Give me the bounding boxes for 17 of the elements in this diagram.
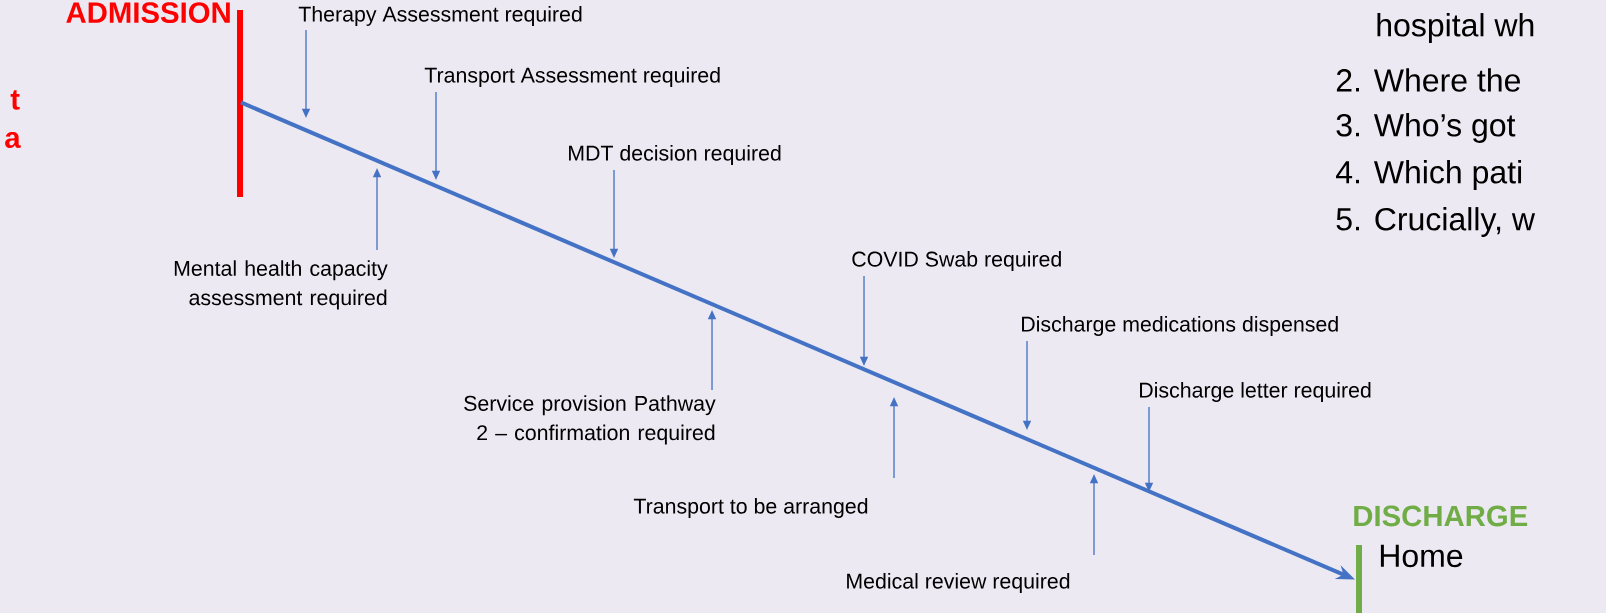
heading-fragment: a xyxy=(5,131,21,149)
list-item: 2. Where the xyxy=(1336,68,1520,92)
list-item: 3. Who’s got xyxy=(1336,113,1516,143)
step-label: Mental health capacity assessment required xyxy=(174,260,388,310)
step-label: Therapy Assessment required xyxy=(298,6,582,26)
step-label: Transport Assessment required xyxy=(424,67,720,87)
step-label: COVID Swab required xyxy=(852,251,1061,271)
heading-fragment: t xyxy=(10,90,20,110)
step-label: Discharge medications dispensed xyxy=(1022,316,1338,336)
step-label: Discharge letter required xyxy=(1140,382,1371,402)
list-item: 5. Crucially, w xyxy=(1336,207,1536,237)
step-label: Transport to be arranged xyxy=(633,498,868,518)
step-label: Medical review required xyxy=(847,573,1070,593)
step-label: MDT decision required xyxy=(569,145,781,165)
list-item: 4. Which pati xyxy=(1336,160,1521,190)
list-item: hospital wh xyxy=(1377,13,1534,43)
step-label: Service provision Pathway 2 – confirmation required xyxy=(464,395,716,445)
